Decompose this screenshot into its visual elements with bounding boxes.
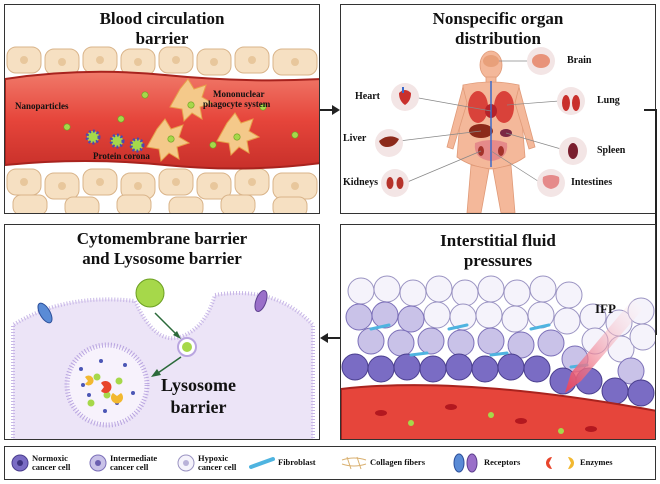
kidneys-icon [381,169,409,197]
cyto-title-line1: Cytomembrane barrier [76,229,248,248]
legend-enzymes: Enzymes [543,447,613,479]
arrow-ifp-to-cyto [320,333,340,343]
cytomembrane-panel: Cytomembrane barrier and Lysosome barrie… [4,224,320,440]
legend-receptors-text: Receptors [484,457,521,468]
heart-icon [391,83,419,111]
organ-title-line1: Nonspecific organ [432,9,564,28]
spleen-icon [559,137,587,165]
lysosome-label: Lysosome barrier [161,375,236,418]
lysosome [64,342,150,428]
legend-hypoxic-line1: Hypoxic [198,452,229,463]
nanoparticle-large [135,278,165,308]
normoxic-cells [341,353,655,407]
intermediate-cell-icon [89,454,107,472]
nanoparticles-label: Nanoparticles [15,101,69,111]
fibroblasts [369,323,589,369]
lysosome-label-line2: barrier [170,396,227,417]
fibroblast-icon [249,457,275,469]
arrow-blood-to-organ [320,105,340,115]
legend-intermediate-line1: Intermediate [110,452,158,463]
mps-label: Mononuclear phagocyte system [203,89,270,110]
collagen-fibers-icon [341,456,367,470]
intestines-icon [537,169,565,197]
kidneys-label: Kidneys [343,177,379,188]
brain-label: Brain [567,55,592,66]
cyto-title-line2: and Lysosome barrier [82,248,242,268]
internal-organs [468,55,514,167]
protein-corona-label: Protein corona [93,151,150,161]
blood-vessel-illustration [5,46,319,213]
cyto-panel-title: Cytomembrane barrier and Lysosome barrie… [5,229,319,268]
liver-label: Liver [343,133,367,144]
enzyme-icon [101,381,112,393]
legend-fibroblast-text: Fibroblast [278,457,316,468]
legend-collagen-text: Collagen fibers [370,457,426,468]
cell-illustration [11,278,315,439]
organ-title-line2: distribution [455,28,541,48]
legend-collagen: Collagen fibers [341,447,425,479]
blood-title-line1: Blood circulation [99,9,225,28]
lysosome-label-line1: Lysosome [161,375,237,395]
receptor-icon [37,290,268,324]
body-organs-illustration [375,47,587,213]
legend-fibroblast: Fibroblast [249,447,316,479]
organ-panel-title: Nonspecific organ distribution [341,9,655,48]
nanoparticle-dots [63,91,299,149]
brain-icon [527,47,555,75]
blood-panel-title: Blood circulation barrier [5,9,319,48]
ifp-title-line1: Interstitial fluid [440,231,556,250]
tumor-tissue-illustration [341,275,655,439]
legend-receptors: Receptors [451,447,520,479]
ifp-pressure-arrow [565,299,643,393]
hypoxic-cell-icon [177,454,195,472]
tumor-blood-vessel [341,384,655,439]
legend-intermediate-line2: cancer cell [110,462,149,472]
hypoxic-cells [347,275,655,363]
heart-label: Heart [355,91,380,102]
ifp-title-line2: pressures [463,250,533,270]
ifp-panel: Interstitial fluid pressures [340,224,656,440]
intermediate-cells [345,301,645,385]
normoxic-cell-icon [11,454,29,472]
spleen-label: Spleen [597,145,626,156]
receptors-icon [453,453,478,473]
blood-title-line2: barrier [135,28,189,48]
blood-circulation-panel: Blood circulation barrier [4,4,320,214]
protein-corona-particles [85,129,145,153]
liver-icon [375,129,403,157]
organ-distribution-panel: Nonspecific organ distribution [340,4,656,214]
legend-normoxic-line1: Normoxic [32,452,68,463]
lung-label: Lung [597,95,620,106]
enzymes-icon [546,457,574,469]
lung-icon [557,87,585,115]
ifp-label: IFP [595,301,616,316]
ifp-panel-title: Interstitial fluid pressures [341,231,655,270]
legend-enzymes-text: Enzymes [580,457,613,468]
legend-normoxic-line2: cancer cell [32,462,71,472]
mps-label-line2: phagocyte system [203,99,271,110]
intestines-label: Intestines [571,177,613,188]
legend-hypoxic-line2: cancer cell [198,462,237,472]
mps-label-line1: Mononuclear [213,89,265,99]
